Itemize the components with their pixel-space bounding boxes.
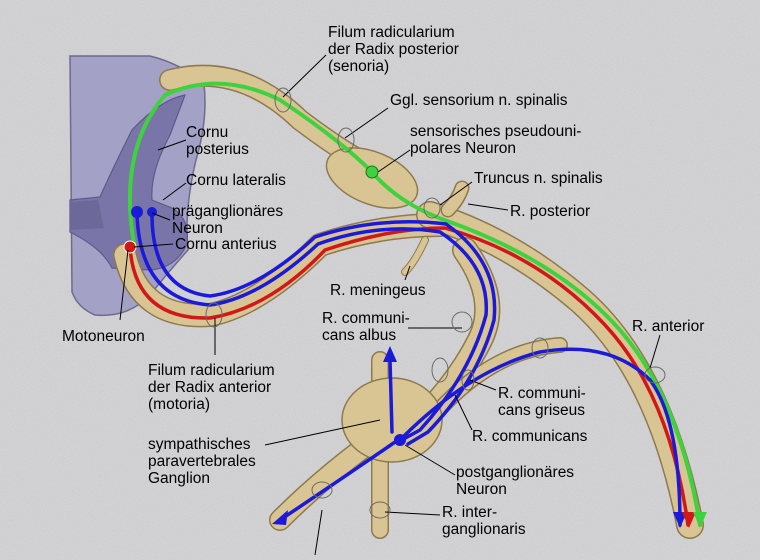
label-line: Filum radicularium xyxy=(148,362,275,379)
label-truncus: Truncus n. spinalis xyxy=(474,170,603,187)
arrowhead-down-blue xyxy=(673,512,687,528)
leader-motoneuron xyxy=(119,249,129,321)
label-motoneuron: Motoneuron xyxy=(62,328,145,345)
sensory-fiber xyxy=(127,81,702,527)
label-r-anterior: R. anterior xyxy=(632,318,705,335)
label-line: cans griseus xyxy=(498,402,586,419)
label-line: cans albus xyxy=(322,327,397,344)
leader-cornu-anterius xyxy=(133,243,174,248)
label-cornu-lateralis: Cornu lateralis xyxy=(186,172,286,189)
label-filum-radicularium-anterior: Filum radicularium der Radix anterior (m… xyxy=(148,362,275,413)
leader-pseudounipolar xyxy=(377,149,411,173)
postganglionic-neuron-cell-body xyxy=(394,434,406,446)
leader-ggl-sensorium xyxy=(344,107,389,139)
label-line: posterius xyxy=(186,141,249,158)
label-line: paravertebrales xyxy=(148,453,256,470)
label-line: polares Neuron xyxy=(410,140,516,157)
label-line: der Radix posterior xyxy=(328,41,459,58)
preganglionic-neuron-cell-body xyxy=(131,206,143,218)
label-pseudounipolar-neuron: sensorisches pseudouni- polares Neuron xyxy=(410,123,581,157)
label-line: Neuron xyxy=(456,481,507,498)
label-praeganglionaeres-neuron: präganglionäres Neuron xyxy=(172,203,283,237)
label-line: präganglionäres xyxy=(172,203,284,220)
label-r-interganglionaris: R. inter- ganglionaris xyxy=(442,504,526,538)
label-line: der Radix anterior xyxy=(148,379,272,396)
leader-sympathetic-ganglion xyxy=(264,419,381,446)
label-line: Neuron xyxy=(172,220,223,237)
leader-r-interganglionaris xyxy=(384,511,441,516)
leader-r-meningeus xyxy=(404,265,411,281)
leader-truncus xyxy=(439,181,473,206)
label-cornu-posterius: Cornu posterius xyxy=(186,124,249,158)
label-line: postganglionäres xyxy=(456,464,575,481)
label-filum-radicularium-posterior: Filum radicularium der Radix posterior (… xyxy=(328,24,459,75)
leader-r-anterior xyxy=(649,334,661,369)
leader-bottom-branch xyxy=(314,509,323,556)
leader-praeganglionaer xyxy=(151,212,171,221)
central-canal-region xyxy=(70,200,104,230)
leader-filum-posterior xyxy=(282,54,327,98)
preganglionic-fiber xyxy=(135,212,489,444)
postganglionic-fiber xyxy=(400,347,682,527)
label-line: Filum radicularium xyxy=(328,24,455,41)
label-line: sympathisches xyxy=(148,436,251,453)
label-line: ganglionaris xyxy=(442,521,526,538)
arrowhead-down-red xyxy=(682,512,696,528)
label-line: R. communi- xyxy=(498,385,586,402)
label-ggl-sensorium: Ggl. sensorium n. spinalis xyxy=(390,92,568,109)
leader-r-posterior xyxy=(467,203,509,211)
arrowhead-left-blue xyxy=(272,510,288,525)
arrowhead-up-blue xyxy=(383,346,397,362)
leader-cornu-posterius xyxy=(157,139,187,151)
label-r-communicans-griseus: R. communi- cans griseus xyxy=(498,385,586,419)
leader-cornu-lateralis xyxy=(162,182,187,201)
leader-r-communicans xyxy=(454,394,473,431)
label-line: (motoria) xyxy=(148,396,211,413)
label-sympathetic-ganglion: sympathisches paravertebrales Ganglion xyxy=(148,436,256,487)
label-line: R. communi- xyxy=(322,310,410,327)
label-r-meningeus: R. meningeus xyxy=(330,282,426,299)
leader-postganglionaer xyxy=(404,444,456,476)
label-line: sensorisches pseudouni- xyxy=(410,123,582,140)
label-line: (senoria) xyxy=(328,58,390,75)
label-postganglionaeres-neuron: postganglionäres Neuron xyxy=(456,464,574,498)
label-r-communicans-albus: R. communi- cans albus xyxy=(322,310,410,344)
label-r-communicans: R. communicans xyxy=(472,428,588,445)
arrowhead-down-green xyxy=(693,512,707,528)
label-r-posterior: R. posterior xyxy=(510,203,591,220)
label-line: Cornu xyxy=(186,124,229,141)
label-line: R. inter- xyxy=(442,504,498,521)
preganglionic-neuron-cell-body-2 xyxy=(147,207,157,217)
label-line: Ganglion xyxy=(148,470,211,487)
pseudounipolar-neuron-cell-body xyxy=(365,165,379,179)
label-cornu-anterius: Cornu anterius xyxy=(175,236,277,253)
